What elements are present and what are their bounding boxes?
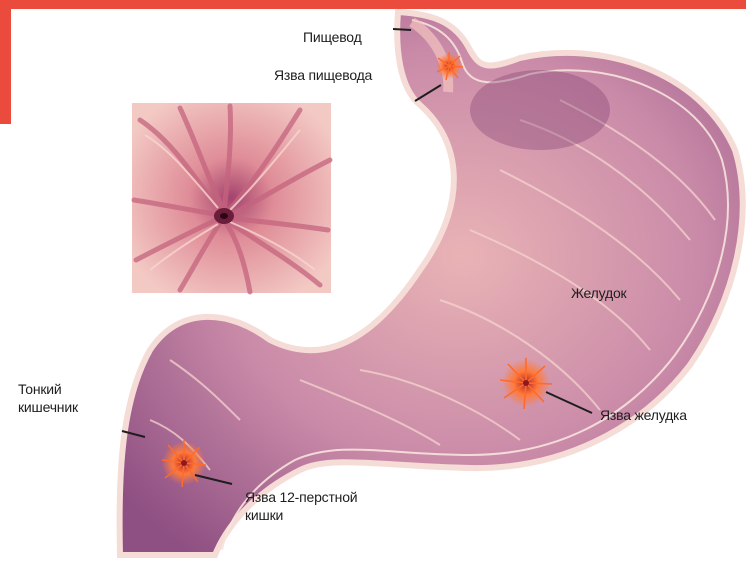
label-esophagus-ulcer: Язва пищевода [274, 66, 372, 84]
label-stomach-ulcer: Язва желудка [600, 406, 687, 424]
label-small-intestine: Тонкий кишечник [18, 380, 78, 416]
label-stomach: Желудок [571, 284, 626, 302]
label-duodenal-ulcer: Язва 12-перстной кишки [245, 488, 357, 524]
leader-esophagus [393, 29, 411, 30]
label-esophagus: Пищевод [303, 28, 362, 46]
ulcer-closeup-inset [132, 103, 331, 293]
